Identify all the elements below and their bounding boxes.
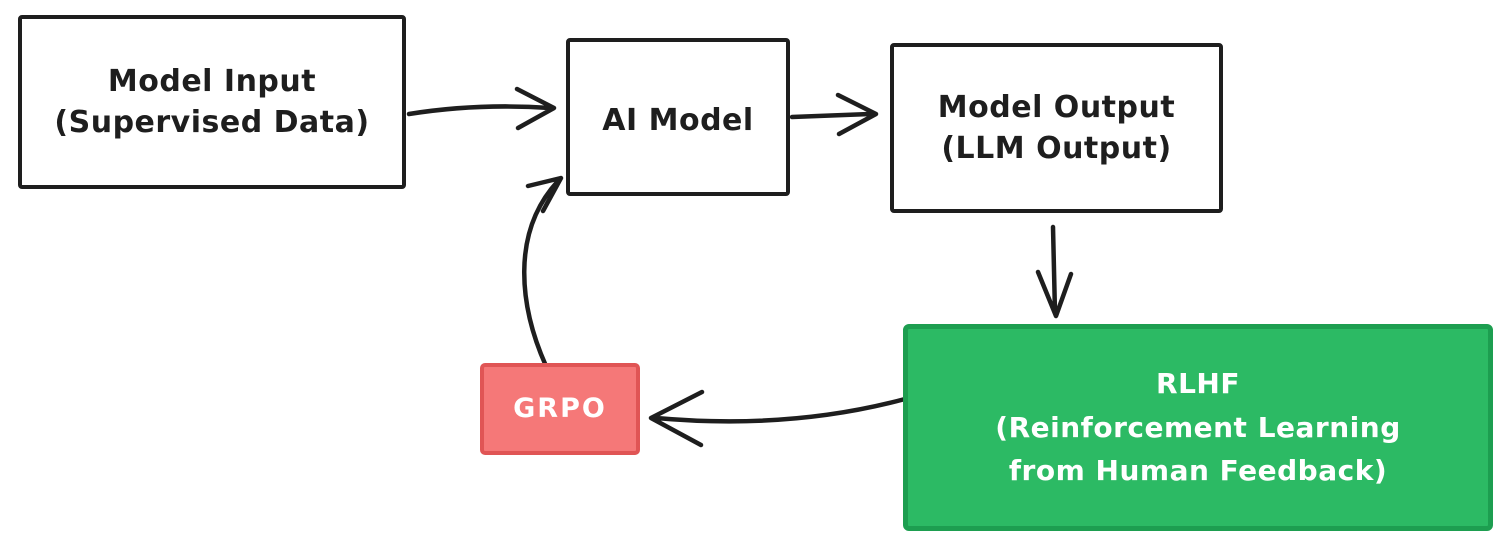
node-label-line: (Reinforcement Learning (995, 410, 1401, 444)
node-label-line: (LLM Output) (941, 131, 1172, 166)
node-label-line: (Supervised Data) (54, 105, 370, 140)
node-rlhf[interactable]: RLHF (Reinforcement Learning from Human … (903, 324, 1493, 531)
node-model-output[interactable]: Model Output (LLM Output) (890, 43, 1223, 213)
arrow-rlhf-to-grpo[interactable] (648, 389, 908, 448)
arrow-model-output-to-rlhf[interactable] (1035, 224, 1074, 319)
node-label-line: Model Output (937, 89, 1176, 125)
node-label-line: RLHF (1156, 367, 1240, 401)
arrow-ai-model-to-model-output[interactable] (789, 92, 879, 137)
arrow-model-input-to-ai-model[interactable] (406, 86, 557, 131)
node-label-line: from Human Feedback) (1008, 454, 1388, 488)
node-label-line: GRPO (513, 393, 607, 425)
node-model-input[interactable]: Model Input (Supervised Data) (18, 15, 406, 189)
node-label-line: Model Input (107, 63, 317, 99)
node-ai-model[interactable]: AI Model (566, 38, 790, 196)
arrow-grpo-to-ai-model[interactable] (522, 175, 564, 369)
node-grpo[interactable]: GRPO (480, 363, 640, 455)
node-label-line: AI Model (602, 103, 754, 138)
